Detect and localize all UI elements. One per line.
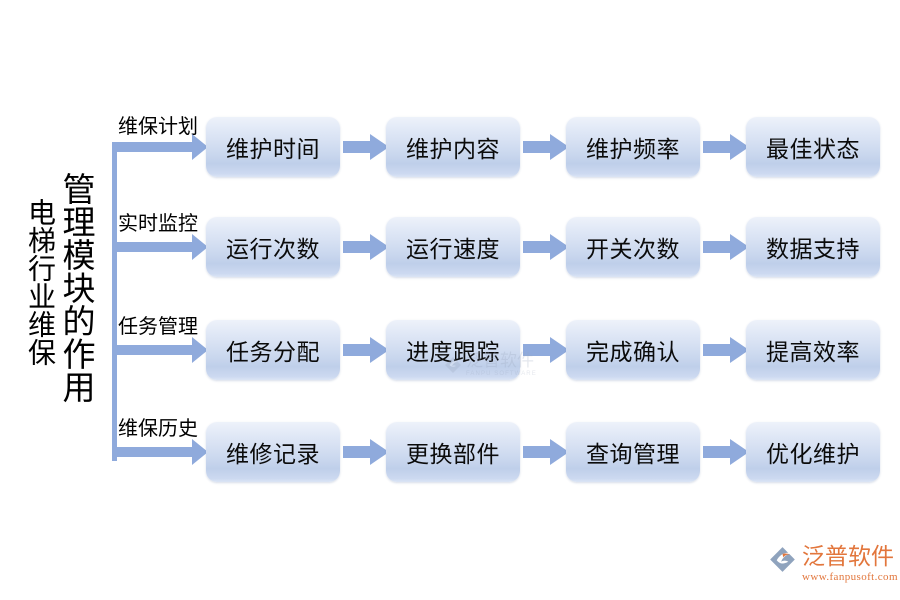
- process-box-label: 维护时间: [226, 136, 320, 162]
- branch-arrow-shaft: [112, 447, 192, 457]
- chain-arrow: [523, 337, 569, 363]
- process-box-label: 优化维护: [766, 441, 860, 467]
- process-box-label: 运行次数: [226, 236, 320, 262]
- branch-label-2: 实时监控: [118, 213, 198, 235]
- branch-spine: [112, 143, 117, 461]
- process-box-label: 最佳状态: [766, 136, 860, 162]
- chain-arrow-shaft: [703, 446, 731, 458]
- chain-arrow-head: [370, 234, 389, 260]
- process-box-label: 完成确认: [586, 339, 680, 365]
- chain-arrow-head: [370, 134, 389, 160]
- chain-arrow-head: [550, 134, 569, 160]
- chain-arrow-head: [730, 337, 749, 363]
- branch-arrow-2: [112, 234, 208, 260]
- chain-arrow-shaft: [343, 344, 371, 356]
- process-box[interactable]: 维护频率: [566, 117, 700, 177]
- process-box-label: 更换部件: [406, 441, 500, 467]
- process-box-label: 开关次数: [586, 236, 680, 262]
- process-box-label: 查询管理: [586, 441, 680, 467]
- process-box[interactable]: 进度跟踪: [386, 320, 520, 380]
- chain-arrow-shaft: [343, 241, 371, 253]
- chain-arrow: [703, 337, 749, 363]
- branch-arrow-4: [112, 439, 208, 465]
- branch-arrow-shaft: [112, 142, 192, 152]
- chain-arrow: [343, 234, 389, 260]
- branch-label-4: 维保历史: [118, 418, 198, 440]
- chain-arrow: [703, 234, 749, 260]
- diagram-title-sub: 电梯行业维保: [25, 198, 56, 366]
- chain-arrow: [523, 439, 569, 465]
- process-box[interactable]: 更换部件: [386, 422, 520, 482]
- process-box-label: 任务分配: [226, 339, 320, 365]
- chain-arrow: [703, 134, 749, 160]
- chain-arrow: [343, 134, 389, 160]
- diagram-title-main: 管理模块的作用: [58, 172, 95, 403]
- process-box[interactable]: 提高效率: [746, 320, 880, 380]
- branch-arrow-shaft: [112, 345, 192, 355]
- branch-arrow-3: [112, 337, 208, 363]
- chain-arrow-head: [550, 439, 569, 465]
- process-box[interactable]: 数据支持: [746, 217, 880, 277]
- chain-arrow-shaft: [343, 446, 371, 458]
- process-box-label: 维护频率: [586, 136, 680, 162]
- process-box[interactable]: 查询管理: [566, 422, 700, 482]
- process-box[interactable]: 最佳状态: [746, 117, 880, 177]
- chain-arrow-head: [370, 439, 389, 465]
- process-box-label: 进度跟踪: [406, 339, 500, 365]
- chain-arrow-shaft: [523, 344, 551, 356]
- chain-arrow-head: [550, 337, 569, 363]
- fanpu-logo-icon: [768, 545, 797, 574]
- process-box-label: 维修记录: [226, 441, 320, 467]
- process-box-label: 运行速度: [406, 236, 500, 262]
- process-box-label: 维护内容: [406, 136, 500, 162]
- chain-arrow-head: [550, 234, 569, 260]
- process-box[interactable]: 运行次数: [206, 217, 340, 277]
- branch-arrow-shaft: [112, 242, 192, 252]
- chain-arrow-head: [730, 439, 749, 465]
- chain-arrow: [523, 234, 569, 260]
- chain-arrow-head: [730, 134, 749, 160]
- brand-name-cn: 泛普软件: [802, 543, 894, 569]
- chain-arrow: [703, 439, 749, 465]
- branch-label-1: 维保计划: [118, 116, 198, 138]
- chain-arrow-shaft: [523, 241, 551, 253]
- chain-arrow-shaft: [703, 241, 731, 253]
- chain-arrow: [343, 439, 389, 465]
- brand-logo: 泛普软件 www.fanpusoft.com: [768, 545, 898, 583]
- chain-arrow-shaft: [703, 344, 731, 356]
- process-box[interactable]: 开关次数: [566, 217, 700, 277]
- chain-arrow-shaft: [523, 446, 551, 458]
- chain-arrow-shaft: [703, 141, 731, 153]
- chain-arrow-head: [370, 337, 389, 363]
- process-box[interactable]: 完成确认: [566, 320, 700, 380]
- brand-logo-text: 泛普软件 www.fanpusoft.com: [802, 545, 898, 583]
- process-box[interactable]: 维修记录: [206, 422, 340, 482]
- chain-arrow-shaft: [343, 141, 371, 153]
- process-box[interactable]: 优化维护: [746, 422, 880, 482]
- process-box[interactable]: 维护内容: [386, 117, 520, 177]
- branch-label-3: 任务管理: [118, 316, 198, 338]
- brand-url: www.fanpusoft.com: [802, 571, 898, 583]
- chain-arrow-shaft: [523, 141, 551, 153]
- process-box[interactable]: 运行速度: [386, 217, 520, 277]
- process-box[interactable]: 维护时间: [206, 117, 340, 177]
- process-box[interactable]: 任务分配: [206, 320, 340, 380]
- chain-arrow: [343, 337, 389, 363]
- process-box-label: 数据支持: [766, 236, 860, 262]
- chain-arrow: [523, 134, 569, 160]
- chain-arrow-head: [730, 234, 749, 260]
- process-box-label: 提高效率: [766, 339, 860, 365]
